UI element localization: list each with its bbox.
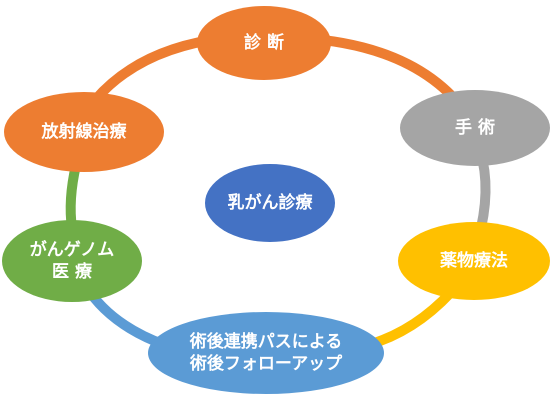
node-postop-followup-label-line2: 術後フォローアップ bbox=[189, 354, 343, 374]
node-surgery-label: 手 術 bbox=[455, 117, 495, 138]
node-drug-therapy-label: 薬物療法 bbox=[440, 250, 508, 271]
node-cancer-genome-label-line2: 医 療 bbox=[52, 262, 92, 282]
node-diagnosis: 診 断 bbox=[197, 6, 331, 80]
node-radiation-therapy: 放射線治療 bbox=[4, 92, 164, 172]
node-postop-followup: 術後連携パスによる 術後フォローアップ bbox=[148, 312, 384, 394]
node-surgery: 手 術 bbox=[400, 90, 550, 166]
node-cancer-genome-medicine: がんゲノム 医 療 bbox=[2, 220, 142, 302]
center-node-breast-cancer-care: 乳がん診療 bbox=[205, 164, 335, 242]
node-diagnosis-label: 診 断 bbox=[244, 32, 284, 53]
node-postop-followup-label-line1: 術後連携パスによる bbox=[189, 331, 343, 352]
node-drug-therapy: 薬物療法 bbox=[398, 222, 550, 300]
center-node-label: 乳がん診療 bbox=[227, 192, 313, 213]
arc-genome-to-radiation bbox=[65, 163, 81, 229]
node-radiation-therapy-label: 放射線治療 bbox=[41, 121, 127, 142]
node-cancer-genome-label-line1: がんゲノム bbox=[29, 239, 115, 260]
